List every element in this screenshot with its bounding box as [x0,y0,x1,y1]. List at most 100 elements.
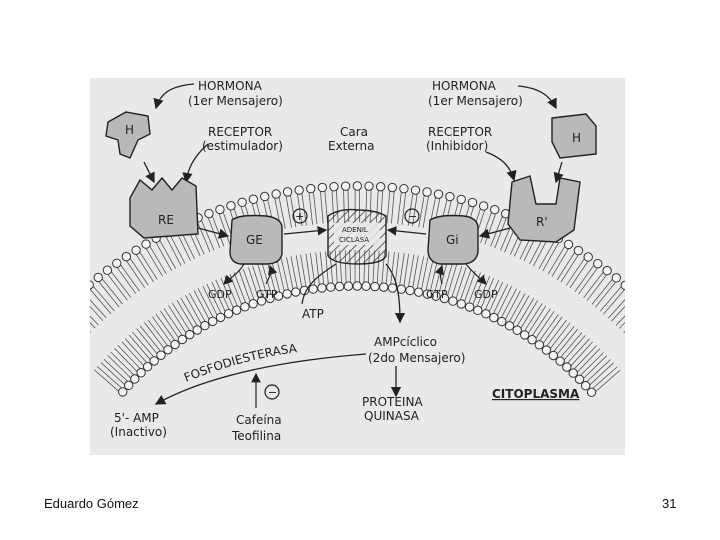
lipid-tail [599,283,624,312]
lipid-tail [136,328,160,357]
lipid-tail [319,251,325,288]
lipid-head [215,204,225,215]
left-gdp-label: GDP [208,288,232,301]
lipid-head [568,368,578,378]
lipid-tail [547,243,567,275]
lipid-tail [132,331,157,360]
lipid-tail [398,253,405,289]
lipid-head [326,282,336,292]
left-receptor-pointer [182,143,209,184]
inhibition-minus-sign: − [268,386,277,399]
lipid-head [489,312,499,323]
right-hormone-molecule [551,113,597,159]
cytoplasm-label: CITOPLASMA [492,387,580,401]
lipid-tail [176,299,196,332]
lipid-tail [480,208,494,244]
lipid-head [163,345,173,355]
atp-to-enzyme-line [301,263,337,305]
lipid-tail [487,281,504,315]
adenylyl-label-line2: CICLASA [339,236,369,244]
left-hormone-arrow [153,83,195,110]
left-receptor-title: RECEPTOR [208,125,272,139]
lipid-tail [565,255,587,286]
lipid-tail [147,319,171,349]
lipid-head [370,281,380,292]
lipid-head [329,181,339,192]
lipid-tail [144,322,167,352]
inhibition-minus-circle [264,384,280,400]
lipid-head [467,197,478,208]
lipid-tail [578,264,600,295]
inhibitory-g-protein [427,214,479,265]
right-gdp-label: GDP [474,288,498,301]
lipid-tail [96,278,120,308]
lipid-head [573,245,584,256]
lipid-tail [503,290,521,323]
lipid-head [294,185,304,195]
lipid-tail [618,321,625,329]
lipid-tail [114,348,140,375]
lipid-tail [110,351,137,378]
lipid-tail [542,239,561,272]
lipid-head [399,183,409,194]
gi-label: Gi [446,233,459,247]
lipid-head [121,251,132,262]
lipid-tail [591,276,615,305]
lipid-head [456,299,466,309]
lipid-head [102,265,113,275]
lipid-head [256,296,267,306]
lipid-tail [137,248,158,280]
lipid-head [352,281,362,291]
lipid-head [422,289,433,299]
lipid-head [583,252,593,262]
gi-to-gdp-arrow [465,263,487,285]
lipid-tail [511,295,530,328]
lipid-tail [157,237,176,269]
lipid-head [433,189,444,199]
lipid-tail [411,255,419,291]
ge-to-adenylyl-arrow [283,226,328,236]
lipid-head [548,350,559,361]
lipid-tail [592,369,621,395]
lipid-tail [437,261,448,297]
left-receptor-subtitle: (estimulador) [202,139,283,153]
inhibition-circle-top [404,208,420,224]
gtp-to-ge-arrow [265,264,278,285]
lipid-tail [151,316,174,347]
lipid-head [431,291,441,301]
left-hormone-title: HORMONA [198,79,263,93]
lipid-tail [514,298,535,330]
lipid-tail [185,295,204,327]
lipid-tail [164,233,182,266]
lipid-tail [533,310,555,342]
lipid-tail [163,308,185,339]
gtp-to-gi-arrow [434,264,444,285]
lipid-tail [280,258,290,294]
right-receptor-subtitle: (Inhibidor) [426,139,488,153]
lipid-tail [171,302,192,334]
lipid-head [445,191,455,202]
left-hormone-subtitle: (1er Mensajero) [188,94,283,108]
lipid-head [422,187,432,197]
atp-label: ATP [302,307,324,321]
lipid-tail [206,283,223,317]
lipid-head [586,387,597,397]
lipid-head [375,181,386,192]
lipid-head [136,368,146,378]
page-number: 31 [662,496,677,511]
lipid-tail [490,212,504,247]
right-receptor-title: RECEPTOR [428,125,492,139]
lipid-tail [199,216,215,251]
lipid-head [265,293,275,304]
lipid-head [481,309,491,319]
lipid-head [291,287,301,297]
lipid-tail [300,254,308,291]
lipid-head [200,320,210,331]
lipid-head [156,350,166,360]
lipid-tail [586,362,614,388]
lipid-tail [564,338,590,366]
lipid-head [282,289,292,299]
lipid-head [248,299,258,309]
lipid-tail [574,348,601,375]
diagram-figure: HORMONA (1er Mensajero) H RECEPTOR (esti… [90,78,625,455]
